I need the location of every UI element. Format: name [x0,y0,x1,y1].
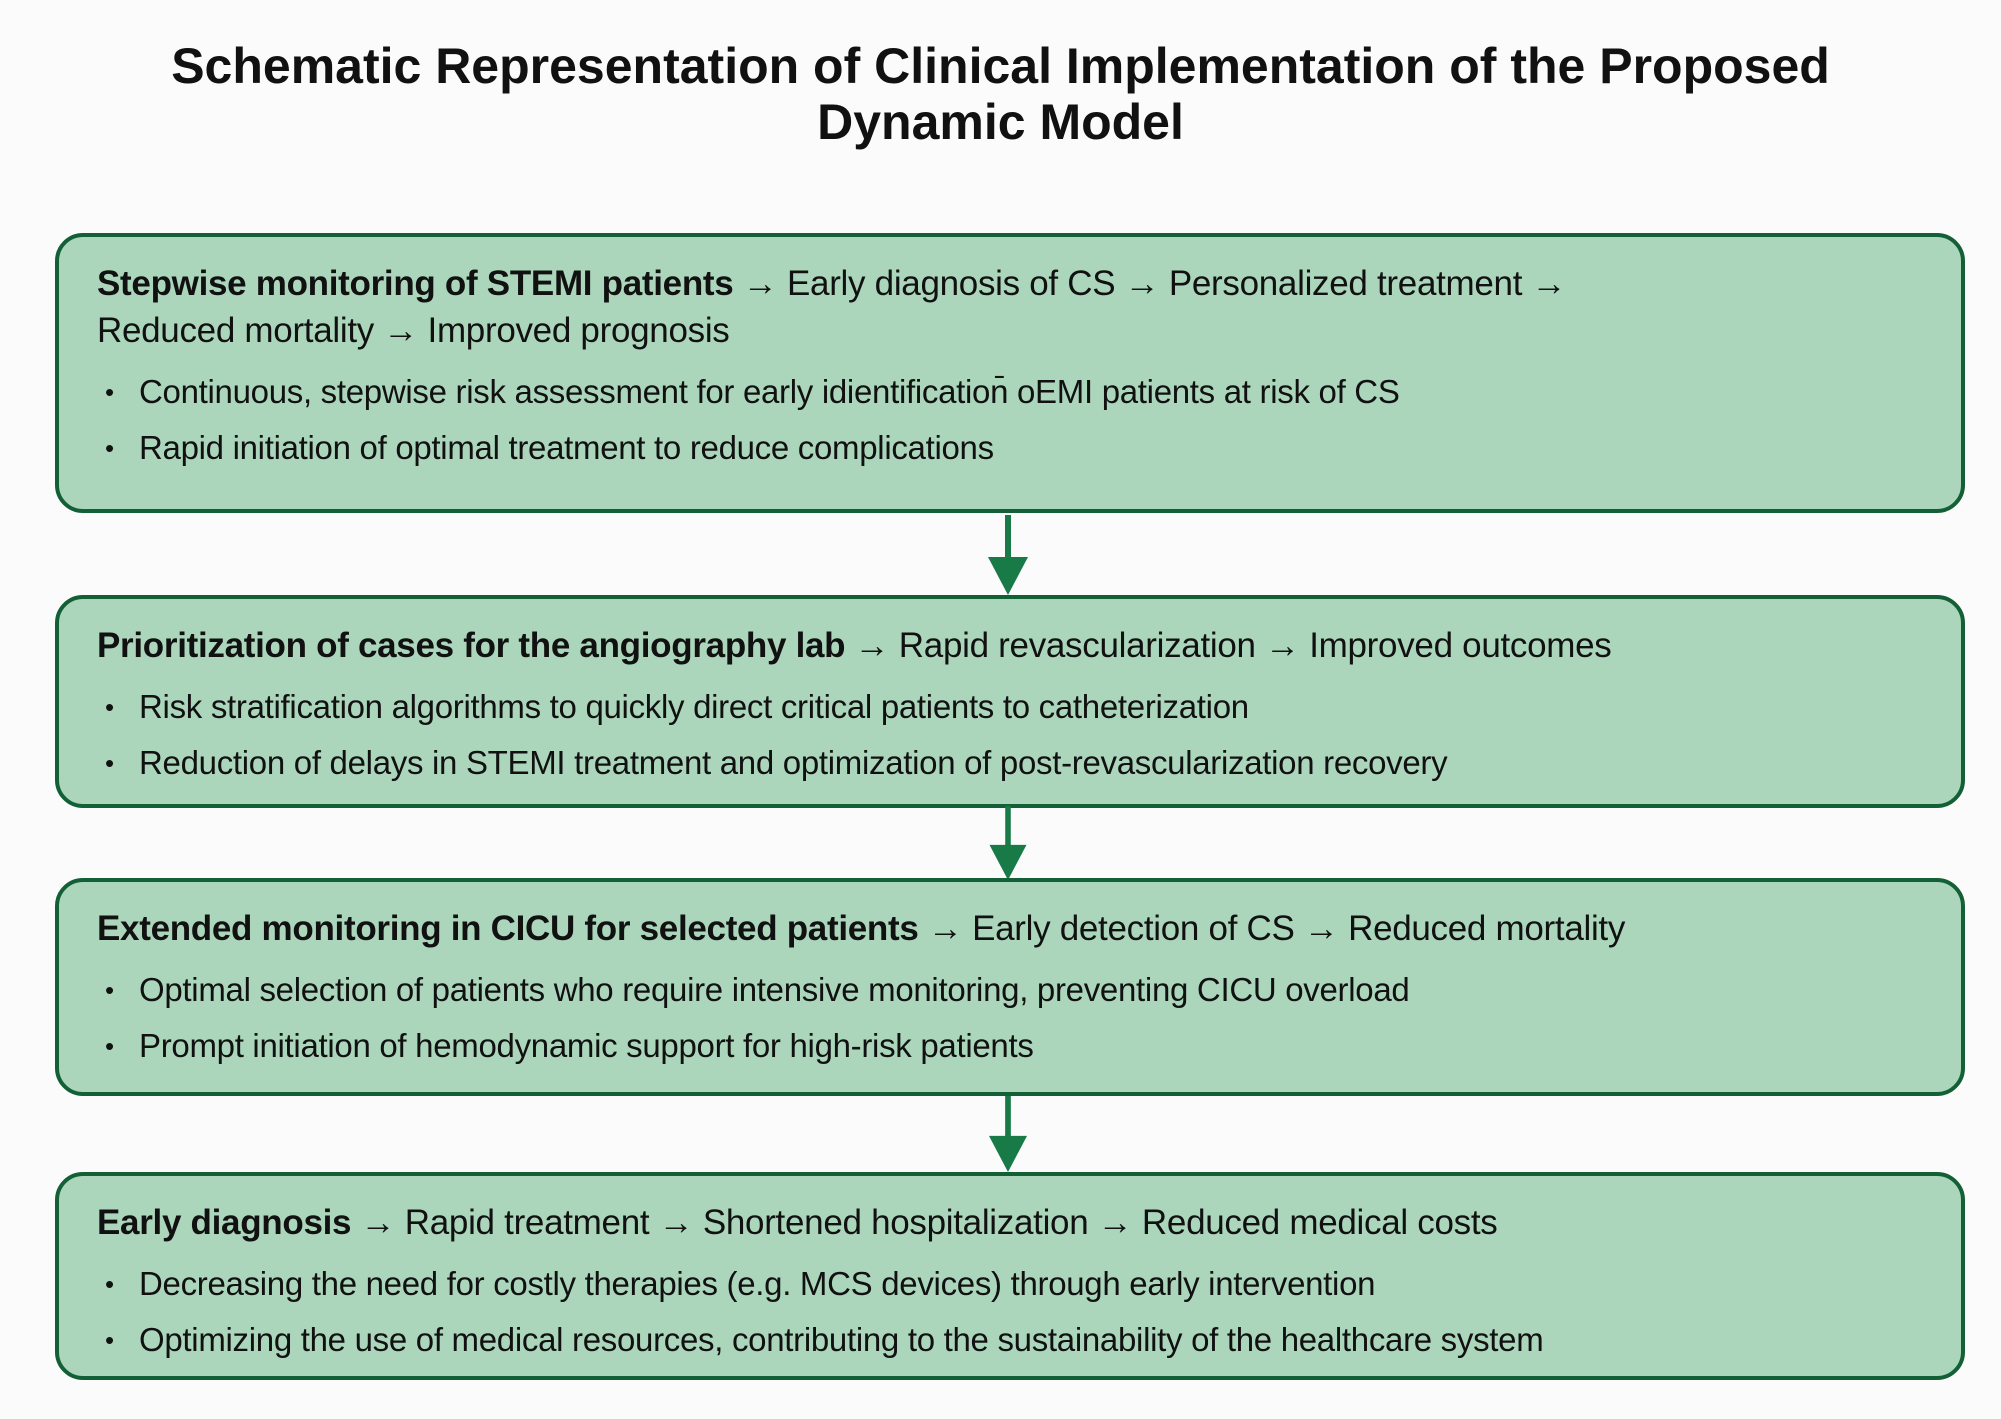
figure-title-text: Schematic Representation of Clinical Imp… [171,38,1830,150]
bullet-dot: • [105,432,114,463]
bullet-item: • Continuous, stepwise risk assessment f… [97,369,1923,416]
bullet-item: • Rapid initiation of optimal treatment … [97,425,1923,472]
stage-box-angiography-prioritization: Prioritization of cases for the angiogra… [55,595,1965,808]
down-arrow-icon [989,1096,1027,1172]
bullet-item: • Risk stratification algorithms to quic… [97,684,1923,731]
bullet-dot: • [105,747,114,778]
bullet-item: • Optimizing the use of medical resource… [97,1317,1923,1364]
stage-heading-rest: → Early diagnosis of CS → Personalized t… [733,264,1567,303]
stage-heading-bold: Early diagnosis [97,1203,352,1242]
figure-title: Schematic Representation of Clinical Imp… [0,38,2001,150]
stage-heading-bold: Stepwise monitoring of STEMI patients [97,264,734,303]
down-arrow-head [989,844,1027,880]
down-arrow-head [989,1135,1027,1172]
stage-bullet-list: • Risk stratification algorithms to quic… [97,684,1923,787]
stage-heading-bold: Prioritization of cases for the angiogra… [97,626,846,665]
bullet-item: • Optimal selection of patients who requ… [97,967,1923,1014]
stage-box-stepwise-monitoring: Stepwise monitoring of STEMI patients → … [55,233,1965,513]
stage-box-early-diagnosis: Early diagnosis → Rapid treatment → Shor… [55,1172,1965,1380]
stage-heading-bold: Extended monitoring in CICU for selected… [97,909,919,948]
stage-heading: Extended monitoring in CICU for selected… [97,906,1923,953]
bullet-text: Continuous, stepwise risk assessment for… [139,372,1400,410]
bullet-dot: • [105,1268,114,1299]
bullet-text: Optimizing the use of medical resources,… [139,1320,1544,1358]
stage-heading-rest: → Early detection of CS → Reduced mortal… [918,909,1626,948]
down-arrow-head [988,557,1028,595]
down-arrow-icon [989,806,1027,880]
bullet-text: Optimal selection of patients who requir… [139,970,1410,1008]
bullet-dot: • [105,974,114,1005]
stage-heading-rest: → Rapid treatment → Shortened hospitaliz… [351,1203,1498,1242]
bullet-dot: • [105,376,114,407]
bullet-text: Decreasing the need for costly therapies… [139,1264,1376,1302]
bullet-text: Rapid initiation of optimal treatment to… [139,428,994,466]
stage-heading: Stepwise monitoring of STEMI patients → … [97,261,1923,355]
bullet-text: Prompt initiation of hemodynamic support… [139,1026,1034,1064]
stage-bullet-list: • Optimal selection of patients who requ… [97,967,1923,1070]
stage-bullet-list: • Continuous, stepwise risk assessment f… [97,369,1923,472]
stage-heading: Early diagnosis → Rapid treatment → Shor… [97,1200,1923,1247]
bullet-dot: • [105,691,114,722]
stage-heading: Prioritization of cases for the angiogra… [97,623,1923,670]
down-arrow-icon [988,515,1028,595]
bullet-dot: • [105,1030,114,1061]
bullet-dot: • [105,1324,114,1355]
bullet-text: Reduction of delays in STEMI treatment a… [139,743,1448,781]
stage-box-cicu-monitoring: Extended monitoring in CICU for selected… [55,878,1965,1096]
bullet-item: • Decreasing the need for costly therapi… [97,1261,1923,1308]
stage-heading-line2: Reduced mortality → Improved prognosis [97,310,730,350]
bullet-text: Risk stratification algorithms to quickl… [139,687,1249,725]
bullet-item: • Prompt initiation of hemodynamic suppo… [97,1023,1923,1070]
stage-bullet-list: • Decreasing the need for costly therapi… [97,1261,1923,1364]
bullet-item: • Reduction of delays in STEMI treatment… [97,740,1923,787]
stage-heading-rest: → Rapid revascularization → Improved out… [845,626,1612,665]
